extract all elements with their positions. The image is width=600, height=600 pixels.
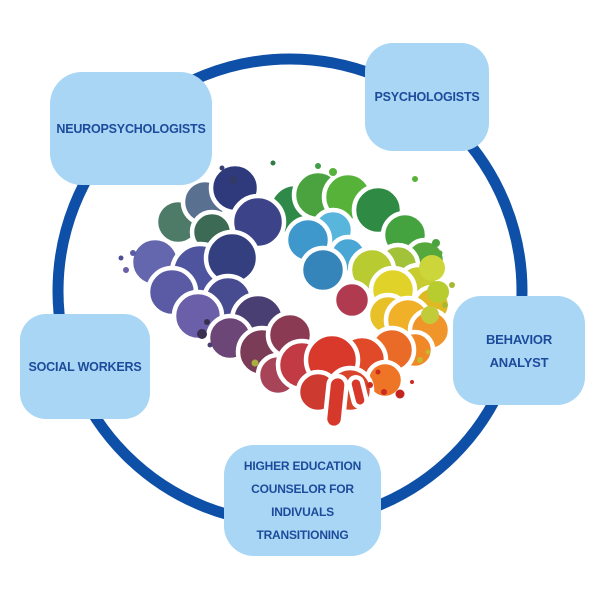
node-neuropsychologists: NEUROPSYCHOLOGISTS	[50, 72, 212, 185]
node-label-line: INDIVUALS	[271, 504, 334, 519]
brain-stem	[322, 373, 369, 431]
node-label-line: BEHAVIOR	[485, 331, 553, 347]
node-label: PSYCHOLOGISTS	[374, 90, 480, 104]
node-label: SOCIAL WORKERS	[28, 359, 142, 374]
node-social-workers: SOCIAL WORKERS	[20, 314, 150, 419]
node-label-line: COUNSELOR FOR	[251, 481, 354, 496]
node-behavior-analyst: BEHAVIOR ANALYST	[453, 296, 585, 405]
node-label: NEUROPSYCHOLOGISTS	[56, 121, 206, 136]
node-label-line: ANALYST	[489, 354, 549, 370]
brain-green-lobe	[266, 168, 448, 283]
node-higher-education-counselor: HIGHER EDUCATION COUNSELOR FOR INDIVUALS…	[224, 445, 381, 556]
paint-splatter-dots	[118, 160, 455, 399]
brain-illustration	[118, 160, 455, 431]
brain-crimson-bump	[331, 279, 373, 321]
node-label-line: HIGHER EDUCATION	[243, 458, 362, 473]
node-psychologists: PSYCHOLOGISTS	[365, 43, 489, 151]
brain-blue-lobe	[283, 207, 369, 295]
node-label-line: TRANSITIONING	[256, 527, 349, 542]
